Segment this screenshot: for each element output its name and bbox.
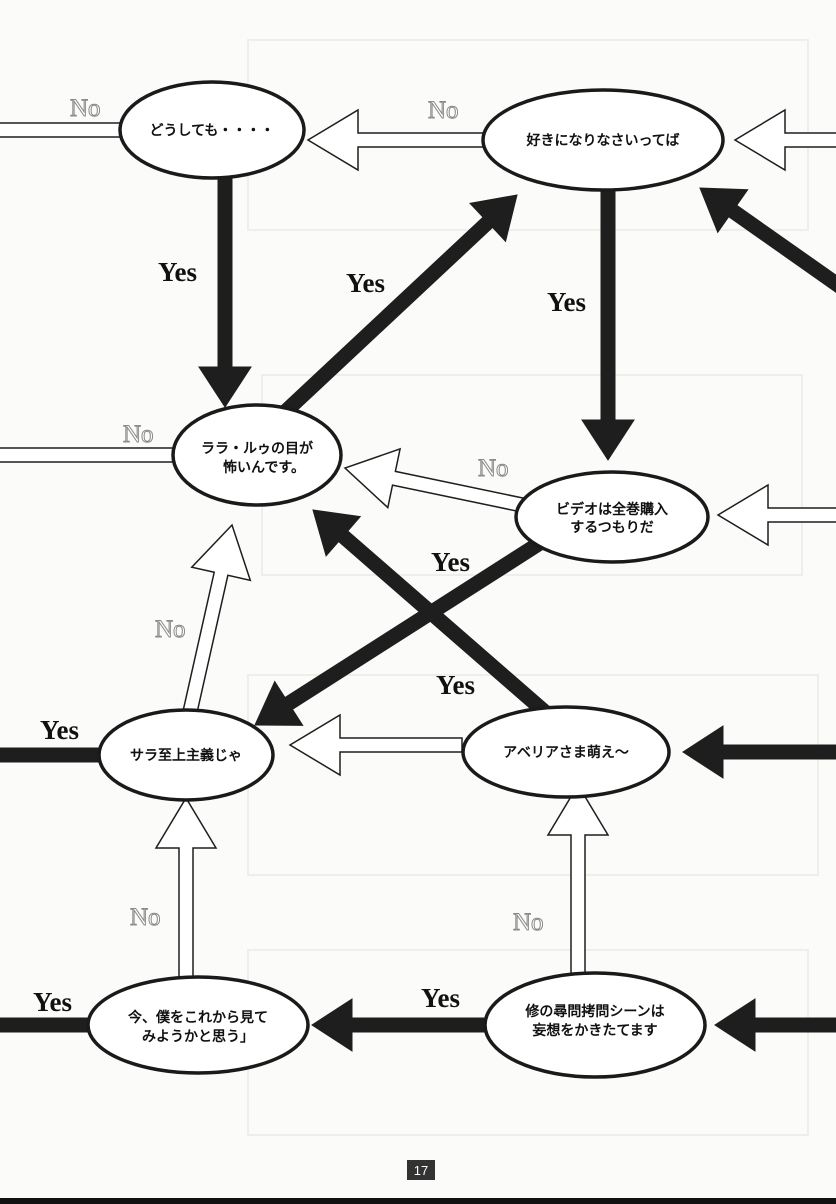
- node-abelia: アベリアさま萌え～: [461, 705, 671, 799]
- yes-label: Yes: [547, 287, 586, 317]
- node-text: みようかと思う」: [142, 1029, 254, 1045]
- node-text: どうしても・・・・: [150, 123, 275, 139]
- page-number-badge: 17: [407, 1160, 435, 1180]
- yes-arrow: [0, 1017, 91, 1033]
- no-label: No: [428, 97, 459, 124]
- yes-arrow: [254, 536, 545, 726]
- node-text: アベリアさま萌え～: [503, 744, 629, 761]
- no-arrow: [716, 483, 836, 547]
- page-number: 17: [414, 1163, 428, 1178]
- no-arrow: [0, 447, 176, 463]
- yes-label: Yes: [431, 547, 470, 577]
- no-arrow: [0, 122, 126, 138]
- node-ima-boku: 今、僕をこれから見て みようかと思う」: [86, 975, 310, 1075]
- yes-arrow: [699, 187, 836, 293]
- no-arrow: [343, 447, 525, 513]
- no-arrow: [546, 783, 610, 976]
- node-text: 怖いんです。: [209, 459, 305, 476]
- no-arrow: [288, 713, 463, 777]
- node-text: ララ・ルゥの目が: [201, 440, 314, 457]
- no-label: No: [123, 421, 154, 448]
- yes-label: Yes: [346, 268, 385, 298]
- page-bottom-edge: [0, 1198, 836, 1204]
- node-dou-shitemo: どうしても・・・・: [118, 80, 306, 180]
- node-video: ビデオは全巻購入 するつもりだ: [514, 470, 710, 564]
- no-arrow: [154, 796, 218, 981]
- node-text: 好きになりなさいってば: [525, 132, 679, 149]
- node-text: 修の尋問拷問シーンは: [524, 1003, 664, 1020]
- yes-label: Yes: [40, 715, 79, 745]
- node-text: 今、僕をこれから見て: [127, 1009, 268, 1026]
- no-arrow: [306, 108, 488, 172]
- no-label: No: [155, 616, 186, 643]
- no-label: No: [478, 455, 509, 482]
- yes-arrow: [198, 177, 252, 408]
- yes-arrow: [682, 725, 836, 779]
- yes-label: Yes: [436, 670, 475, 700]
- yes-arrow: [311, 998, 486, 1052]
- node-sara: サラ至上主義じゃ: [97, 708, 275, 802]
- yes-arrow: [312, 509, 551, 718]
- node-text: 妄想をかきたてます: [532, 1022, 657, 1039]
- no-label: No: [130, 904, 161, 931]
- node-text: サラ至上主義じゃ: [130, 747, 242, 764]
- yes-arrow: [279, 194, 518, 418]
- arrows: [0, 108, 836, 1052]
- no-arrow: [733, 108, 836, 172]
- node-text: ビデオは全巻購入: [556, 501, 668, 518]
- no-label: No: [513, 909, 544, 936]
- yes-label: Yes: [158, 257, 197, 287]
- yes-arrow: [581, 189, 635, 461]
- yes-arrow: [714, 998, 836, 1052]
- no-label: No: [70, 95, 101, 122]
- yes-arrow: [0, 747, 101, 763]
- yes-label: Yes: [33, 987, 72, 1017]
- yes-label: Yes: [421, 983, 460, 1013]
- node-suki-ni-narinasai: 好きになりなさいってば: [481, 88, 725, 192]
- no-arrow: [182, 523, 252, 715]
- node-lala-ru: ララ・ルゥの目が 怖いんです。: [171, 403, 343, 507]
- node-text: するつもりだ: [570, 520, 653, 536]
- node-osamu: 修の尋問拷問シーンは 妄想をかきたてます: [483, 971, 707, 1079]
